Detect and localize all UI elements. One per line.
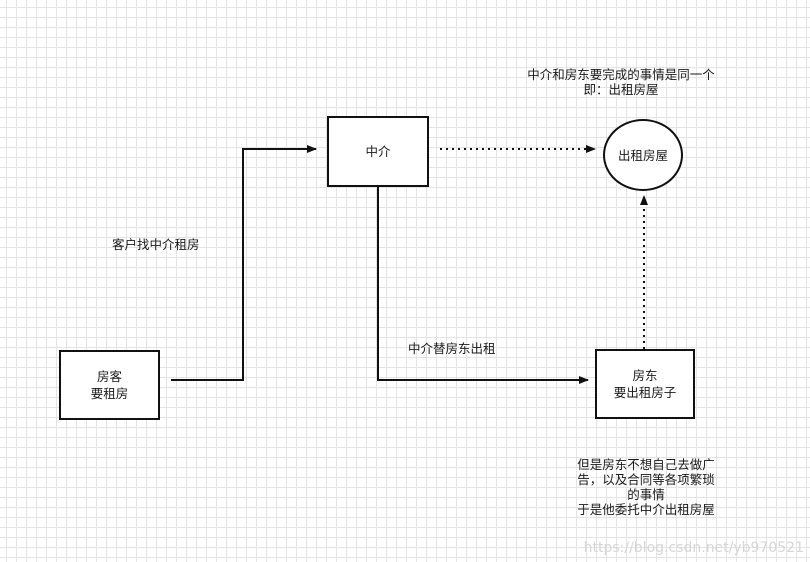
agent-node-label: 中介 <box>365 144 391 159</box>
tenant-to-agent-connector <box>171 145 317 381</box>
watermark: https://blog.csdn.net/yb970521 <box>583 540 804 556</box>
agent-node[interactable]: 中介 <box>327 116 429 187</box>
bottom-note: 但是房东不想自己去做广 告，以及合同等各项繁琐 的事情 于是他委托中介出租房屋 <box>566 457 726 517</box>
bottom-note-line-3: 的事情 <box>627 487 665 502</box>
top-note: 中介和房东要完成的事情是同一个 即：出租房屋 <box>519 67 723 97</box>
bottom-note-line-1: 但是房东不想自己去做广 <box>577 457 715 472</box>
goal-node-label: 出租房屋 <box>617 147 668 163</box>
landlord-node[interactable]: 房东 要出租房子 <box>595 349 695 419</box>
tenant-node-line2: 要租房 <box>90 386 129 401</box>
tenant-node-line1: 房客 <box>96 369 122 384</box>
goal-node[interactable]: 出租房屋 <box>603 119 683 191</box>
landlord-node-line1: 房东 <box>632 368 658 383</box>
bottom-note-line-2: 告，以及合同等各项繁琐 <box>577 472 715 487</box>
top-note-line-1: 中介和房东要完成的事情是同一个 <box>527 67 715 82</box>
agent-to-landlord-label: 中介替房东出租 <box>408 341 496 356</box>
bottom-note-line-4: 于是他委托中介出租房屋 <box>577 502 715 517</box>
tenant-node[interactable]: 房客 要租房 <box>59 350 160 420</box>
top-note-line-2: 即：出租房屋 <box>583 82 659 97</box>
agent-to-landlord-connector <box>377 187 589 384</box>
landlord-node-line2: 要出租房子 <box>613 385 677 400</box>
tenant-to-agent-label: 客户找中介租房 <box>112 237 200 252</box>
